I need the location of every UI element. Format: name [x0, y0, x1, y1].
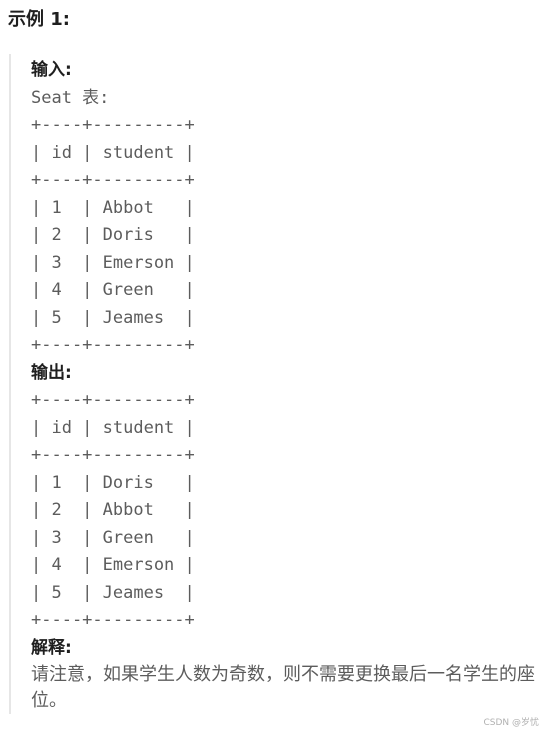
input-table-line: | id | student | — [31, 142, 195, 163]
input-table-line: | 5 | Jeames | — [31, 307, 195, 328]
input-table-name: Seat 表: — [31, 87, 110, 108]
output-table-line: | 2 | Abbot | — [31, 500, 195, 520]
example-block: 输入: Seat 表: +----+---------+ | id | stud… — [31, 57, 541, 714]
input-table-line: | 2 | Doris | — [31, 225, 195, 245]
input-table-line: | 1 | Abbot | — [31, 197, 195, 218]
output-table-line: | id | student | — [31, 417, 195, 438]
explanation-label: 解释: — [31, 637, 72, 658]
output-table-line: | 3 | Green | — [31, 527, 195, 548]
output-table: +----+---------+ | id | student | +----+… — [31, 387, 541, 635]
output-table-line: | 1 | Doris | — [31, 472, 195, 493]
input-table: +----+---------+ | id | student | +----+… — [31, 112, 541, 360]
explanation-text: 请注意，如果学生人数为奇数，则不需要更换最后一名学生的座位。 — [31, 664, 535, 711]
output-label: 输出: — [31, 362, 72, 383]
input-table-line: | 3 | Emerson | — [31, 252, 195, 273]
watermark: CSDN @岁忧 — [483, 718, 539, 728]
input-label: 输入: — [31, 60, 72, 80]
input-table-line: | 4 | Green | — [31, 280, 195, 300]
input-table-line: +----+---------+ — [31, 115, 195, 135]
example-heading: 示例 1: — [8, 9, 70, 30]
input-table-line: +----+---------+ — [31, 170, 195, 190]
output-table-line: +----+---------+ — [31, 610, 195, 630]
output-table-line: | 5 | Jeames | — [31, 582, 195, 603]
blockquote-bar — [9, 54, 11, 714]
input-table-line: +----+---------+ — [31, 335, 195, 355]
output-table-line: | 4 | Emerson | — [31, 555, 195, 575]
output-table-line: +----+---------+ — [31, 390, 195, 410]
output-table-line: +----+---------+ — [31, 445, 195, 465]
